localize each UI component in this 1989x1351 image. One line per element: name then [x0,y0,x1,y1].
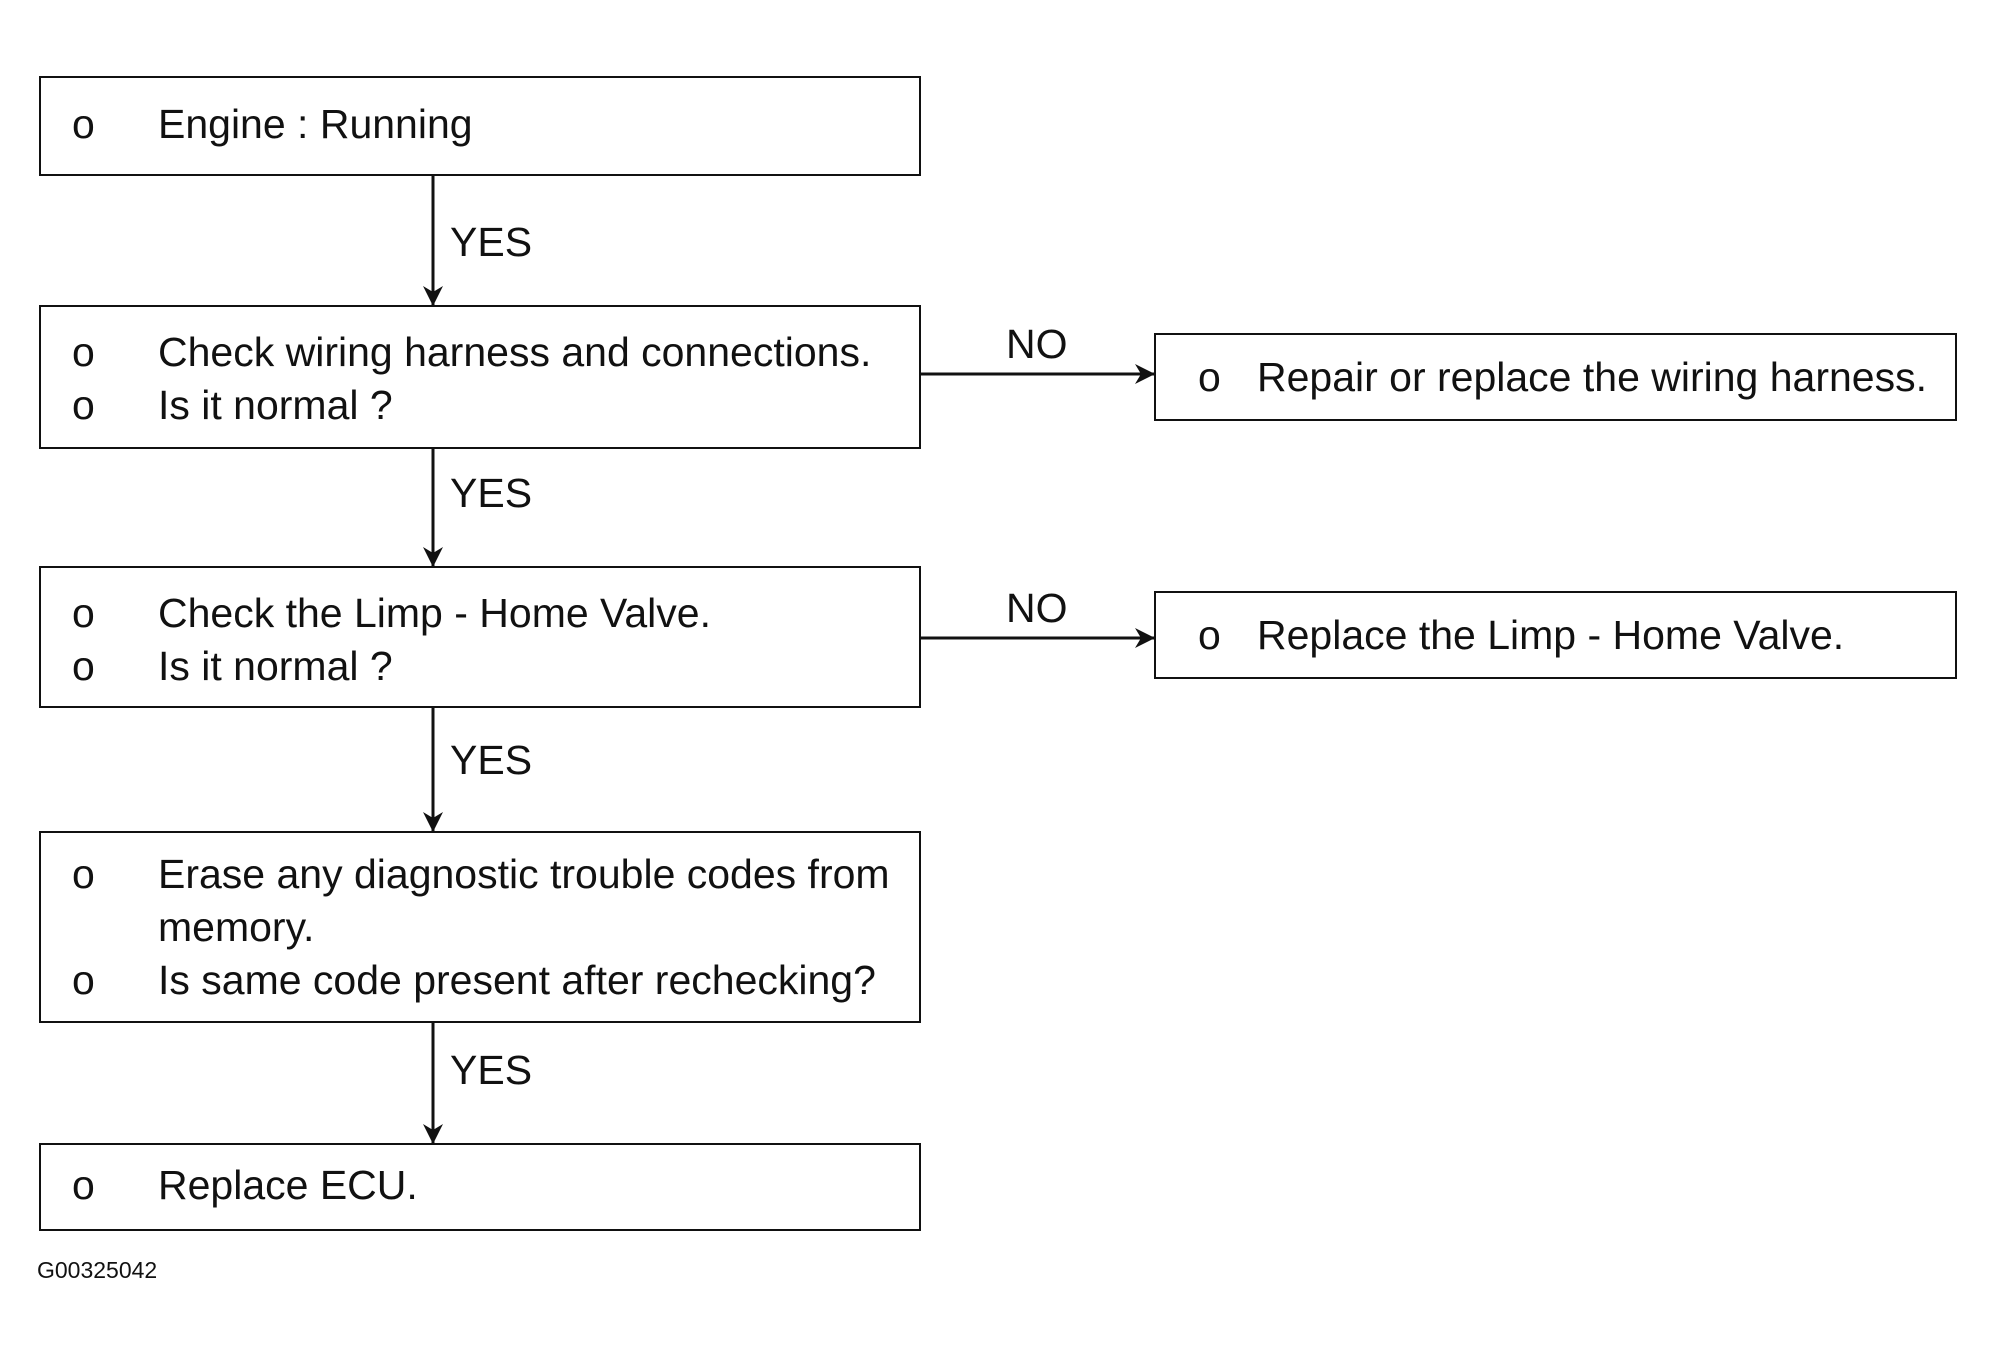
repair-wiring-box: o Repair or replace the wiring harness. [1154,333,1957,421]
bullet-glyph: o [72,851,95,897]
yes-label: YES [450,219,533,265]
bullet-glyph: o [72,1162,95,1208]
replace-valve-text: Replace the Limp - Home Valve. [1257,612,1845,658]
check-valve-box: o Check the Limp - Home Valve. o Is it n… [39,566,921,708]
yes-label: YES [450,737,533,783]
erase-codes-text: Erase any diagnostic trouble codes from [158,851,890,897]
check-wiring-box: o Check wiring harness and connections. … [39,305,921,449]
replace-valve-box: o Replace the Limp - Home Valve. [1154,591,1957,679]
bullet-glyph: o [72,101,95,147]
no-label: NO [1006,321,1068,367]
check-valve-text: Check the Limp - Home Valve. [158,590,711,636]
replace-ecu-box: o Replace ECU. [39,1143,921,1231]
bullet-glyph: o [72,590,95,636]
engine-running-text: Engine : Running [158,101,473,147]
bullet-glyph: o [1198,612,1221,658]
erase-codes-continuation-text: memory. [158,904,315,950]
figure-id: G00325042 [37,1257,158,1283]
bullet-glyph: o [72,643,95,689]
yes-label: YES [450,470,533,516]
bullet-glyph: o [72,957,95,1003]
bullet-glyph: o [72,329,95,375]
is-it-normal-text: Is it normal ? [158,382,393,428]
replace-ecu-text: Replace ECU. [158,1162,418,1208]
is-it-normal-text: Is it normal ? [158,643,393,689]
engine-running-box: o Engine : Running [39,76,921,176]
erase-codes-box: o Erase any diagnostic trouble codes fro… [39,831,921,1023]
yes-label: YES [450,1047,533,1093]
check-wiring-text: Check wiring harness and connections. [158,329,872,375]
bullet-glyph: o [1198,354,1221,400]
bullet-glyph: o [72,382,95,428]
repair-wiring-text: Repair or replace the wiring harness. [1257,354,1927,400]
same-code-present-text: Is same code present after rechecking? [158,957,876,1003]
no-label: NO [1006,585,1068,631]
